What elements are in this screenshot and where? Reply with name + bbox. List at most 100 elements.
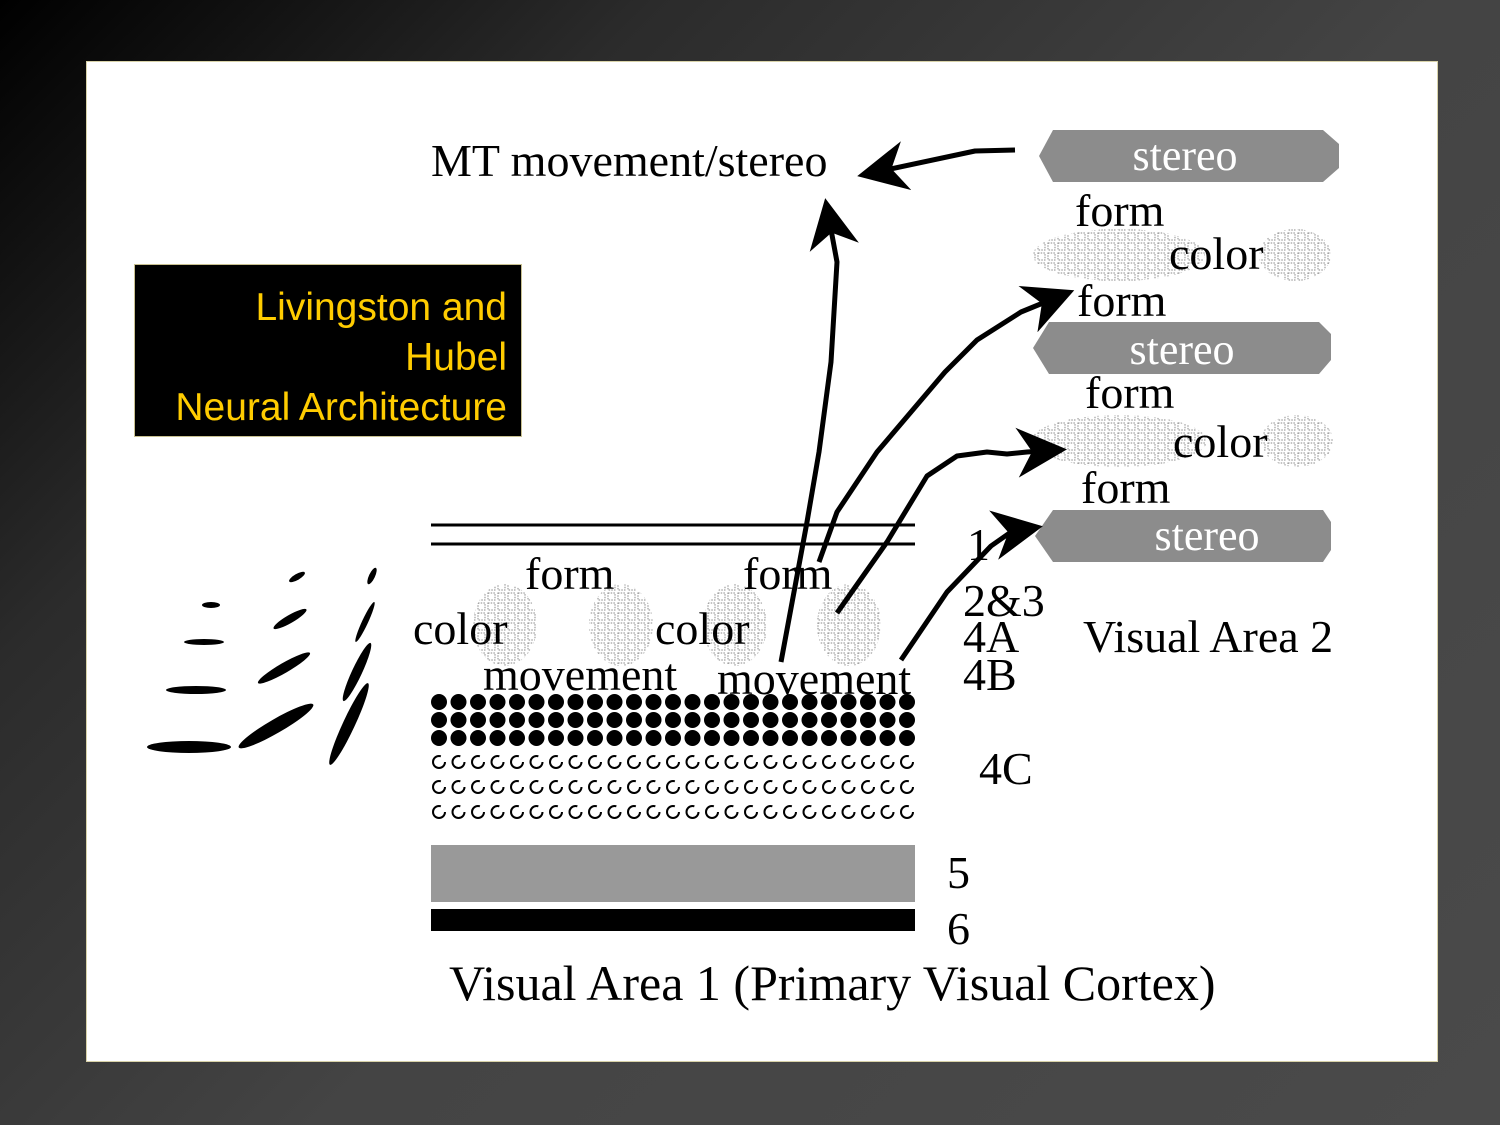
- layer4c-ring: [646, 780, 661, 794]
- layer4c-ring: [900, 755, 914, 769]
- layer4c-dot: [450, 694, 467, 710]
- layer4c-ring: [568, 780, 583, 794]
- layer4c-ring: [451, 780, 466, 794]
- layer4c-ring: [783, 805, 797, 819]
- layer4c-dot: [899, 712, 915, 728]
- v2-stereo-label-2: stereo: [1129, 325, 1234, 374]
- layer4c-dot: [860, 730, 876, 746]
- layer4c-dot: [782, 730, 798, 746]
- layer4c-ring: [529, 805, 544, 819]
- v2-color-blob-2: [1031, 415, 1207, 467]
- layer4c-dots: [431, 694, 915, 746]
- layer4c-dot: [470, 730, 486, 746]
- v2-stereo-stripe-2: stereo: [1033, 322, 1331, 374]
- arrow-form-to-v2-form: [816, 286, 1075, 563]
- v2-color-blob-2b: [1261, 415, 1333, 467]
- title-line-3: Neural Architecture: [175, 386, 507, 429]
- layer4c-dot: [528, 712, 545, 728]
- layer4c-dot: [821, 730, 837, 746]
- layer4c-ring: [744, 780, 758, 794]
- layer4c-dot: [509, 694, 525, 710]
- layer4c-ring: [705, 780, 719, 794]
- layer4c-ring: [822, 780, 836, 794]
- layer4c-dot: [704, 730, 720, 746]
- title-line-1: Livingston and: [255, 286, 507, 329]
- layer4c-dot: [645, 730, 662, 746]
- layer4c-ring: [510, 780, 524, 794]
- layer4c-ring: [802, 780, 817, 794]
- layer4c-dot: [548, 712, 564, 728]
- layer-label-5: 5: [947, 847, 970, 898]
- layer4c-ring: [607, 780, 622, 794]
- layer4c-ring: [490, 805, 505, 819]
- layer4c-ring: [841, 755, 856, 769]
- v2-form-label-4: form: [1081, 462, 1171, 513]
- layer4c-dot: [509, 712, 525, 728]
- layer4c-dot: [548, 694, 564, 710]
- layer4c-ring: [763, 780, 778, 794]
- layer4c-dot: [801, 694, 818, 710]
- layer4c-ring: [607, 805, 622, 819]
- v2-stereo-stripe-1: stereo: [1039, 130, 1339, 182]
- layer4c-ring: [705, 805, 719, 819]
- connection-arrows: [778, 141, 1075, 663]
- layer4c-ring: [724, 780, 739, 794]
- layer4c-dot: [431, 694, 447, 710]
- layer4c-ring: [744, 755, 758, 769]
- layer4c-ring: [763, 805, 778, 819]
- v1-color-label-1: color: [413, 603, 508, 654]
- layer4c-ring: [490, 780, 505, 794]
- v1-movement-label-1: movement: [483, 649, 677, 700]
- v1-movement-label-2: movement: [717, 653, 911, 704]
- layer4c-dot: [821, 712, 837, 728]
- layer4c-ring: [510, 755, 524, 769]
- layer4c-dot: [665, 712, 681, 728]
- layer4c-dot: [684, 712, 701, 728]
- layer4c-ring: [471, 755, 485, 769]
- v2-color-label-2: color: [1173, 416, 1268, 467]
- layer4c-ring: [841, 780, 856, 794]
- layer4c-ring: [841, 805, 856, 819]
- layer-label-1: 1: [967, 519, 990, 570]
- layer4c-dot: [567, 712, 584, 728]
- v2-form-label-1: form: [1075, 185, 1165, 236]
- layer4c-ring: [627, 755, 641, 769]
- v2-form-label-3: form: [1085, 367, 1175, 418]
- v1-blobs: [473, 584, 881, 666]
- layer4c-ring: [549, 755, 563, 769]
- v2-color-blob-1: [1033, 229, 1205, 281]
- layer-label-6: 6: [947, 903, 970, 954]
- layer4c-ring: [900, 780, 914, 794]
- layer4c-dot: [567, 694, 584, 710]
- layer4c-dot: [762, 712, 779, 728]
- layer4c-dot: [704, 694, 720, 710]
- layer4c-dot: [743, 694, 759, 710]
- layer4c-ring: [880, 780, 895, 794]
- layer4c-dot: [762, 730, 779, 746]
- layer-label-4c: 4C: [979, 743, 1033, 794]
- v2-form-label-2: form: [1077, 275, 1167, 326]
- layer4c-dot: [528, 694, 545, 710]
- layer4c-dot: [450, 730, 467, 746]
- v2-color-label-1: color: [1169, 228, 1264, 279]
- layer4c-ring: [607, 755, 622, 769]
- layer4c-ring: [588, 755, 602, 769]
- layer4c-dot: [821, 694, 837, 710]
- layer4c-ring: [685, 755, 700, 769]
- layer4c-ring: [822, 805, 836, 819]
- layer4c-ring: [880, 755, 895, 769]
- title-box: Livingston and Hubel Neural Architecture: [134, 264, 522, 437]
- layer4c-dot: [587, 730, 603, 746]
- layer4c-ring: [802, 805, 817, 819]
- arrow-4b-to-v2-stereo: [898, 510, 1043, 662]
- v1-color-label-2: color: [655, 603, 750, 654]
- layer4c-dot: [587, 694, 603, 710]
- layer4c-dot: [470, 712, 486, 728]
- v2-stereo-label-1: stereo: [1132, 131, 1237, 180]
- v1-form-label-1: form: [525, 548, 615, 599]
- layer4c-ring: [490, 755, 505, 769]
- layer4c-dot: [782, 694, 798, 710]
- layer4c-ring: [666, 805, 680, 819]
- layer4c-ring: [451, 805, 466, 819]
- layer4c-dot: [782, 712, 798, 728]
